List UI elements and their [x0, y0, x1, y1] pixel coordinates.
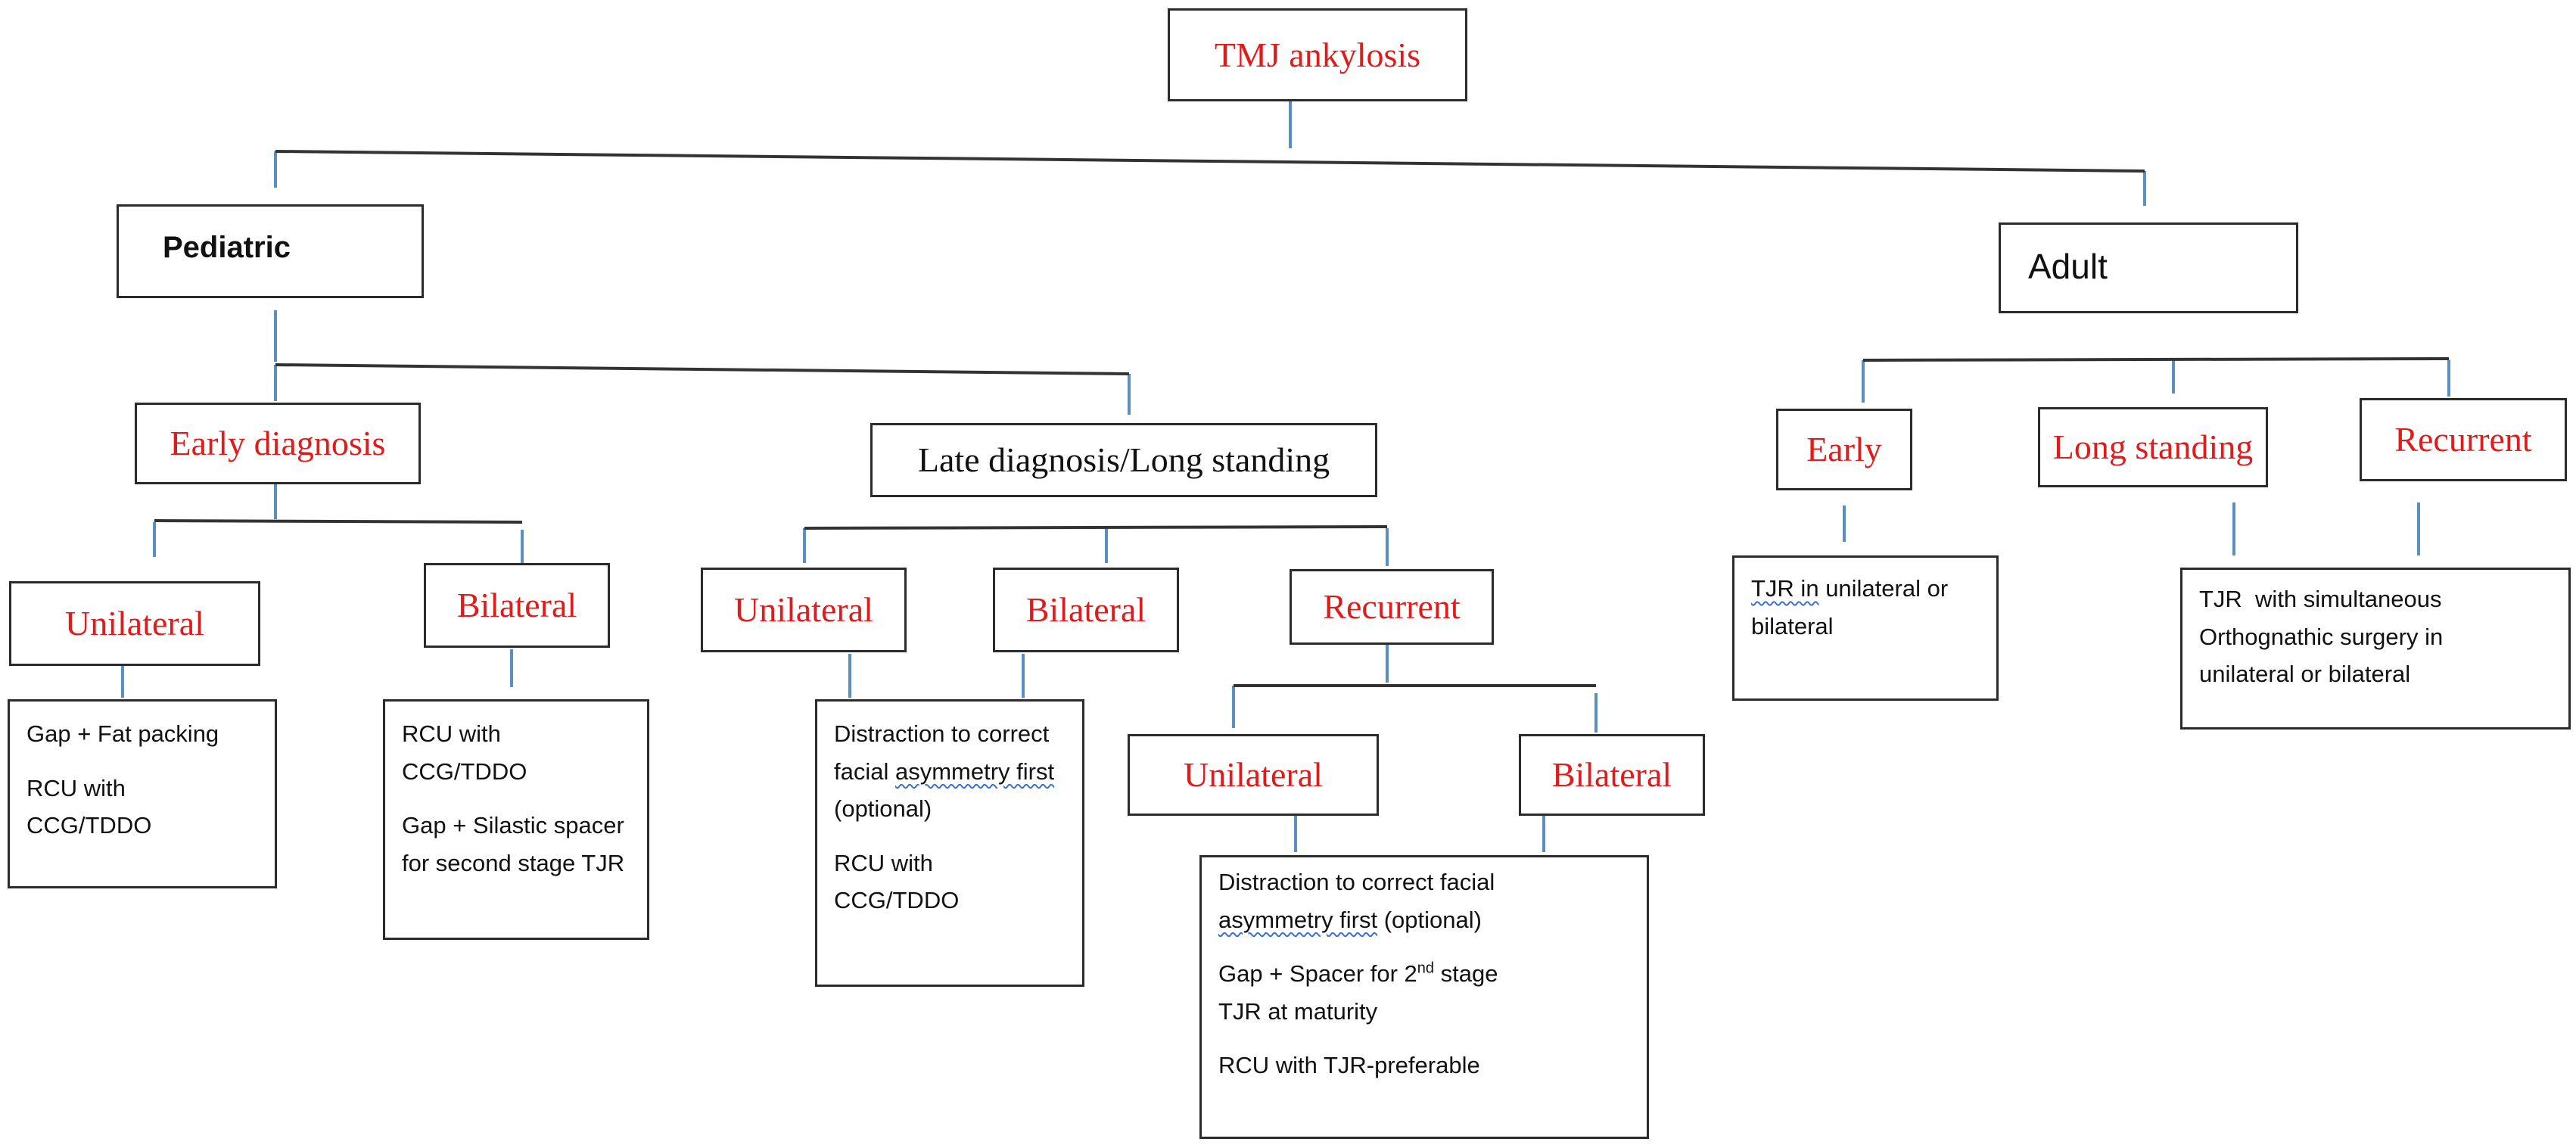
adult-recurrent-label: Recurrent [2394, 420, 2532, 459]
early-bilateral-treatment: RCU with CCG/TDDO Gap + Silastic spacer … [383, 699, 649, 940]
recurrent-bilateral-node: Bilateral [1519, 734, 1705, 816]
treatment-line: Distraction to correct facial asymmetry … [1218, 869, 1495, 933]
late-unilateral-label: Unilateral [734, 590, 873, 629]
adult-label: Adult [2028, 247, 2108, 286]
late-unilateral-node: Unilateral [701, 568, 907, 652]
recurrent-treatment: Distraction to correct facial asymmetry … [1199, 855, 1649, 1139]
late-diagnosis-node: Late diagnosis/Long standing [870, 423, 1377, 497]
late-diagnosis-label: Late diagnosis/Long standing [917, 440, 1330, 479]
treatment-line: TJR with simultaneous Orthognathic surge… [2199, 586, 2450, 688]
adult-recurrent-node: Recurrent [2360, 398, 2567, 481]
treatment-line: Distraction to correct facial asymmetry … [834, 720, 1055, 823]
adult-long-standing-node: Long standing [2038, 407, 2268, 487]
late-bilateral-node: Bilateral [993, 568, 1179, 652]
adult-early-treatment: TJR in unilateral or bilateral [1732, 555, 1999, 701]
pediatric-label: Pediatric [163, 231, 291, 264]
early-diagnosis-node: Early diagnosis [135, 403, 421, 484]
treatment-line: TJR in unilateral or bilateral [1751, 575, 1949, 639]
late-bilateral-label: Bilateral [1025, 590, 1146, 629]
late-uni-bi-treatment: Distraction to correct facial asymmetry … [815, 699, 1084, 987]
root-node: TMJ ankylosis [1168, 8, 1467, 101]
treatment-line: RCU with CCG/TDDO [402, 720, 527, 785]
early-bilateral-node: Bilateral [424, 563, 610, 648]
late-recurrent-node: Recurrent [1290, 569, 1494, 645]
early-bilateral-label: Bilateral [456, 586, 577, 624]
adult-early-label: Early [1806, 430, 1882, 468]
recurrent-unilateral-node: Unilateral [1128, 734, 1379, 816]
adult-node: Adult [1999, 222, 2298, 313]
pediatric-node: Pediatric [117, 204, 424, 298]
early-unilateral-label: Unilateral [65, 604, 204, 642]
adult-long-standing-label: Long standing [2052, 428, 2254, 466]
treatment-line: Gap + Silastic spacer for second stage T… [402, 812, 625, 876]
treatment-line: RCU with CCG/TDDO [26, 774, 152, 839]
adult-early-node: Early [1776, 409, 1912, 490]
adult-long-recurrent-treatment: TJR with simultaneous Orthognathic surge… [2180, 568, 2571, 730]
early-unilateral-node: Unilateral [9, 581, 260, 666]
treatment-line: Gap + Spacer for 2nd stage TJR at maturi… [1218, 960, 1498, 1025]
early-diagnosis-label: Early diagnosis [170, 424, 386, 462]
late-recurrent-label: Recurrent [1323, 587, 1461, 626]
treatment-line: Gap + Fat packing [26, 720, 219, 747]
treatment-line: RCU with CCG/TDDO [834, 849, 960, 914]
recurrent-bilateral-label: Bilateral [1551, 755, 1672, 794]
early-unilateral-treatment: Gap + Fat packing RCU with CCG/TDDO [8, 699, 277, 888]
root-label: TMJ ankylosis [1214, 35, 1421, 74]
recurrent-unilateral-label: Unilateral [1184, 755, 1323, 794]
treatment-line: RCU with TJR-preferable [1218, 1052, 1480, 1079]
